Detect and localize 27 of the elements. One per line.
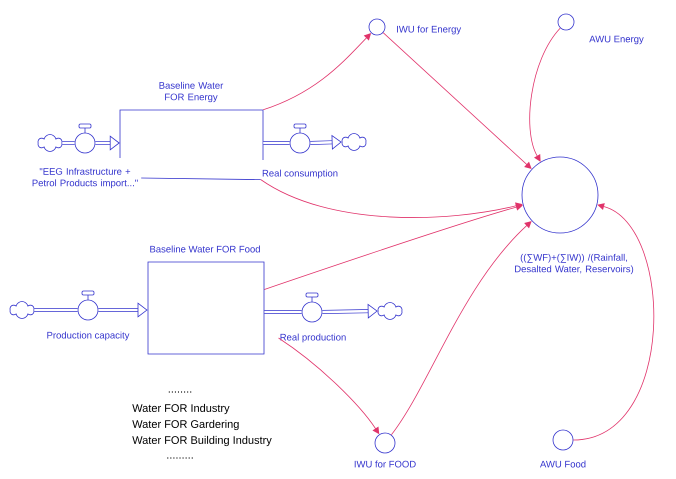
connector-arrow bbox=[264, 204, 523, 290]
formula-label: ((∑WF)+(∑IW)) /(Rainfall, Desalted Water, Reservoirs) bbox=[515, 254, 634, 274]
cloud-symbol bbox=[378, 302, 402, 320]
flow-pipe bbox=[263, 141, 290, 145]
variable-label: AWU Food bbox=[540, 460, 586, 468]
stock-label: Baseline Water FOR Food bbox=[150, 246, 260, 252]
note-text: Water FOR Gardering bbox=[132, 420, 239, 430]
flow-label: Production capacity bbox=[47, 332, 130, 340]
cloud-symbol bbox=[38, 134, 62, 152]
flow-pipe bbox=[264, 310, 302, 314]
cloud-symbol bbox=[10, 301, 34, 319]
variable-label: AWU Energy bbox=[589, 36, 644, 44]
flow-label: Real consumption bbox=[262, 170, 338, 178]
connector-arrow bbox=[573, 203, 654, 440]
flow-pipe bbox=[34, 308, 78, 312]
stock-label: Baseline Water FOR Energy bbox=[160, 82, 224, 102]
note-text: ........ bbox=[168, 391, 192, 393]
variable-label: IWU for FOOD bbox=[354, 460, 416, 468]
variable-label: IWU for Energy bbox=[397, 26, 462, 34]
flow-pipe bbox=[62, 141, 75, 145]
connector-line bbox=[140, 178, 262, 180]
cloud-symbol bbox=[342, 133, 366, 151]
note-text: Water FOR Industry bbox=[132, 404, 230, 414]
note-text: ......... bbox=[167, 457, 193, 459]
flow-label: Real production bbox=[280, 334, 346, 342]
note-text: Water FOR Building Industry bbox=[132, 436, 272, 446]
flow-label: "EEG Infrastructure + Petrol Products import..." bbox=[32, 168, 138, 188]
